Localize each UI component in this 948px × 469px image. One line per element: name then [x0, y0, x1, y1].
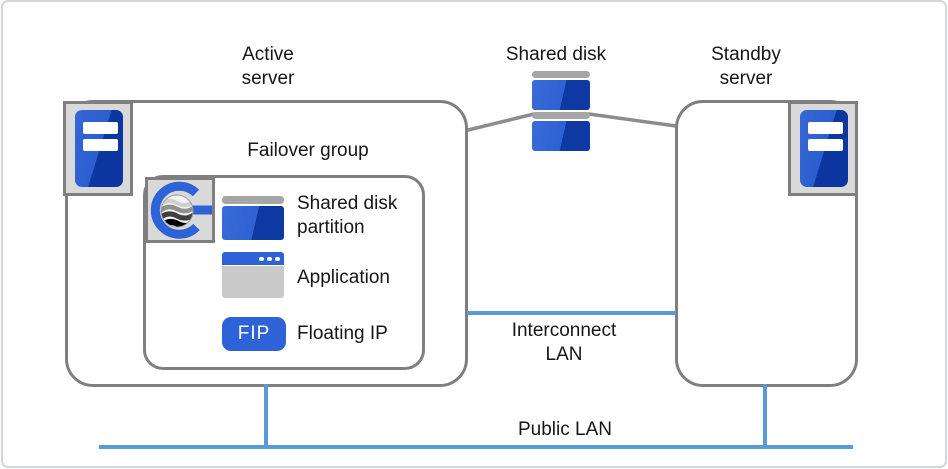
server-tower-icon [800, 110, 848, 187]
floating-ip-badge: FIP [222, 317, 286, 351]
shared-disk-icon [532, 71, 590, 151]
application-window-icon [222, 252, 284, 298]
interconnect-lan-label: Interconnect LAN [511, 320, 617, 365]
standby-server-lan-drop-line [763, 384, 767, 446]
public-lan-line [99, 445, 853, 449]
disk-partition-icon [222, 196, 284, 240]
standby-server-label: Standby server [711, 44, 781, 89]
cluster-logo-chip [145, 177, 215, 243]
standby-server-chip [788, 101, 858, 196]
application-label: Application [297, 267, 390, 288]
floating-ip-badge-text: FIP [237, 323, 271, 344]
shared-disk-label: Shared disk [505, 44, 607, 65]
active-server-lan-drop-line [264, 384, 268, 446]
floating-ip-label: Floating IP [297, 323, 388, 344]
server-tower-icon [75, 110, 123, 187]
failover-group-label: Failover group [247, 140, 369, 161]
active-server-chip [63, 101, 133, 196]
public-lan-label: Public LAN [518, 419, 612, 440]
expresscluster-logo-icon [150, 181, 212, 239]
shared-disk-partition-label: Shared disk partition [297, 193, 398, 238]
interconnect-lan-line [467, 311, 676, 315]
active-server-label: Active server [241, 44, 295, 89]
